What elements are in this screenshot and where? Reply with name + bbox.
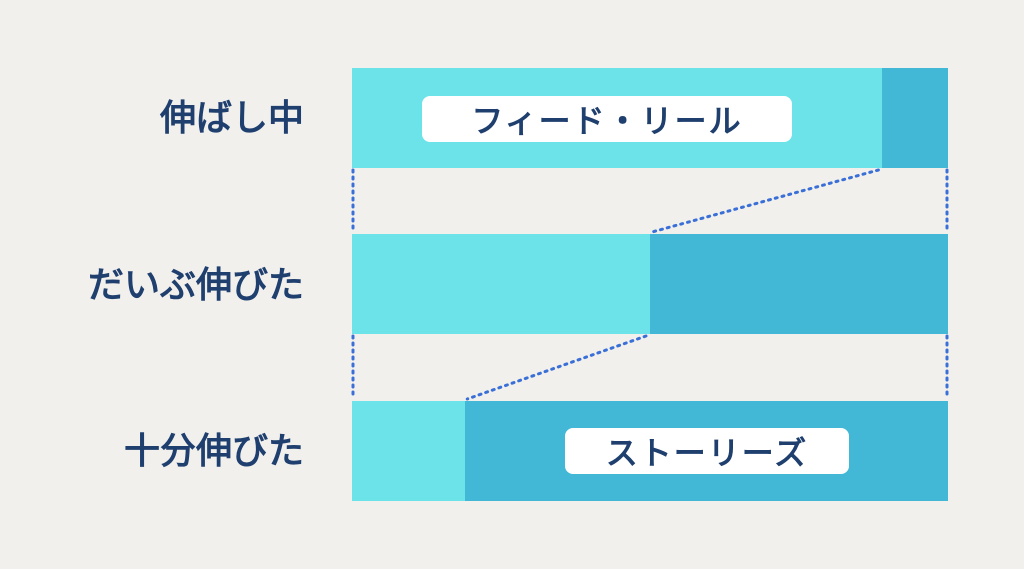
bar-row-3 — [352, 401, 948, 501]
split-connector-1 — [650, 168, 880, 234]
bar-row-2-dark-segment — [650, 234, 948, 334]
feed-reel-pill: フィード・リール — [422, 96, 792, 142]
bar-row-2 — [352, 234, 948, 334]
row-label-fully-stretched: 十分伸びた — [123, 431, 304, 472]
bar-row-1-dark-segment — [882, 68, 948, 168]
row-label-stretching: 伸ばし中 — [159, 98, 304, 139]
stories-pill: ストーリーズ — [565, 428, 849, 474]
row-label-much-stretched: だいぶ伸びた — [87, 265, 304, 306]
bar-row-2-light-segment — [352, 234, 650, 334]
split-connector-2 — [465, 334, 648, 401]
bar-row-3-light-segment — [352, 401, 466, 501]
